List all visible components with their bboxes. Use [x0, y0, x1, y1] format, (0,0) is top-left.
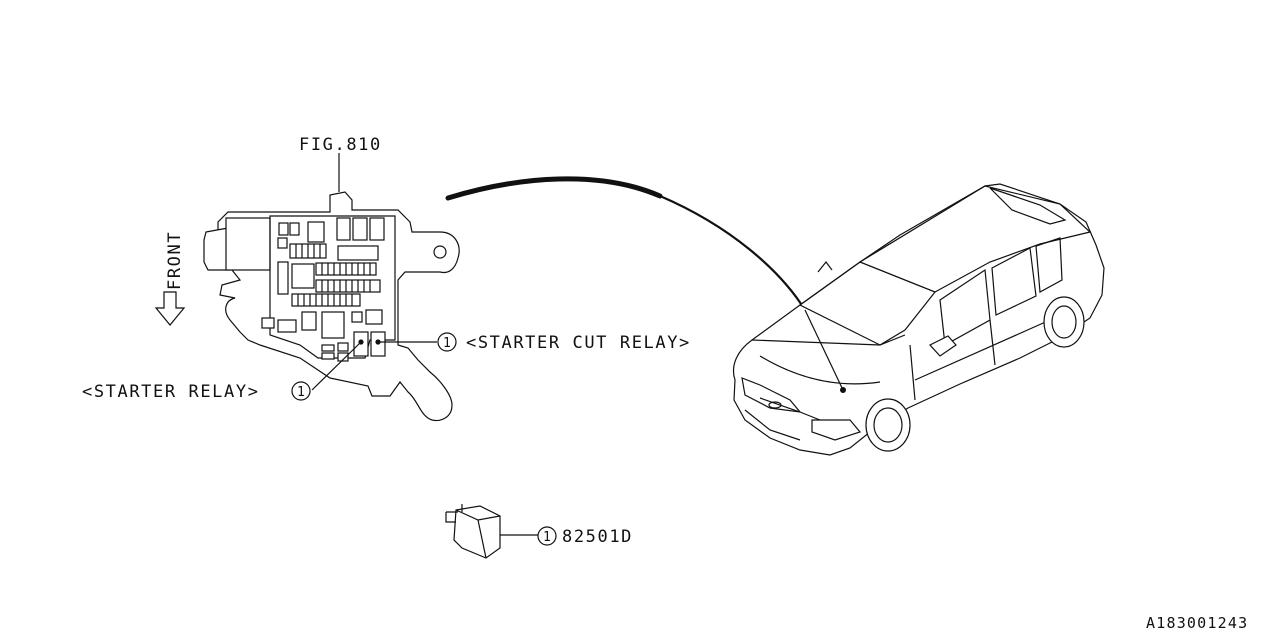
- location-curve-thin: [659, 194, 806, 311]
- starter-relay-callout: 1 <STARTER RELAY>: [82, 341, 362, 402]
- front-direction-indicator: FRONT: [154, 231, 186, 326]
- diagram-id: A183001243: [1146, 614, 1248, 632]
- callout-circle-icon: [291, 381, 311, 401]
- callout-number: 1: [443, 336, 451, 351]
- vehicle-illustration: [732, 183, 1105, 456]
- location-curve: [445, 176, 663, 201]
- fig-reference-label: FIG.810: [299, 135, 382, 155]
- callout-number: 1: [543, 530, 551, 545]
- callout-circle-icon: [437, 332, 457, 352]
- down-arrow-icon: [154, 291, 186, 326]
- callout-number: 1: [297, 385, 305, 400]
- relay-part: 1 82501D: [445, 504, 633, 559]
- fuse-relay-box: [203, 191, 460, 422]
- callout-circle-icon: [537, 526, 557, 546]
- front-label: FRONT: [165, 231, 185, 290]
- starter-cut-relay-label: <STARTER CUT RELAY>: [466, 333, 691, 353]
- part-number-label: 82501D: [562, 527, 633, 547]
- starter-cut-relay-callout: 1 <STARTER CUT RELAY>: [378, 332, 691, 353]
- starter-relay-label: <STARTER RELAY>: [82, 382, 260, 402]
